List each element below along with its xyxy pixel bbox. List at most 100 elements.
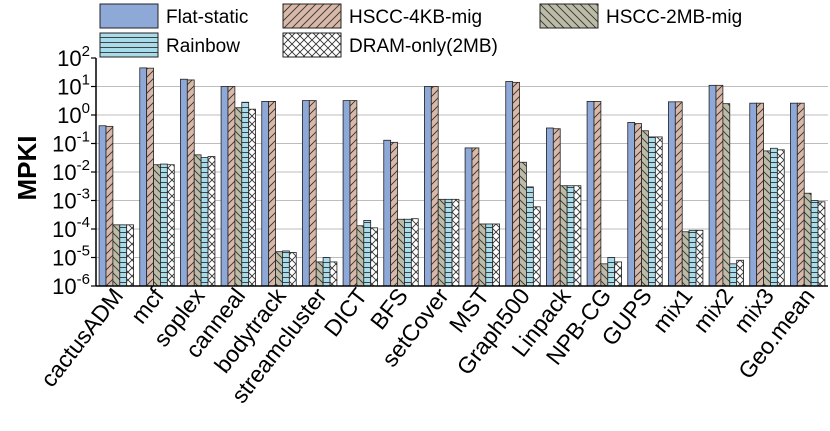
bar-rainbow-gups (648, 136, 656, 287)
bar-hscc-2mb-mig-bfs (397, 218, 405, 287)
bar-rainbow-soplex (200, 157, 209, 287)
bar-hscc-2mb-mig-geo-mean (803, 192, 812, 287)
x-tick-label: mix1 (647, 283, 697, 337)
bar-rainbow-mst (485, 223, 494, 287)
bar-dram-only-2mb--mix3 (776, 149, 785, 287)
bar-hscc-2mb-mig-gups (641, 130, 649, 287)
bar-hscc-4kb-mig-bfs (390, 141, 398, 287)
bar-rainbow-mix2 (729, 263, 738, 287)
y-axis-label: MPKI (12, 136, 42, 201)
bar-hscc-4kb-mig-geo-mean (796, 102, 805, 287)
bar-rainbow-bfs (404, 218, 412, 287)
bar-rainbow-cactusadm (119, 224, 128, 287)
bar-flat-static-streamcluster (302, 100, 310, 287)
bar-dram-only-2mb--dict (370, 227, 378, 287)
legend-item: HSCC-2MB-mig (539, 3, 742, 29)
bar-rainbow-streamcluster (322, 257, 331, 287)
bar-flat-static-cactusadm (98, 125, 107, 287)
bar-dram-only-2mb--bfs (410, 218, 419, 287)
bar-hscc-2mb-mig-canneal (234, 107, 243, 287)
bar-dram-only-2mb--npb-cg (614, 261, 622, 287)
x-tick-labels: cactusADMmcfsoplexcannealbodytrackstream… (35, 283, 819, 408)
legend-label: Rainbow (166, 36, 240, 57)
bar-rainbow-mix3 (770, 147, 778, 287)
bar-hscc-4kb-mig-canneal (227, 86, 236, 287)
bar-hscc-2mb-mig-graph500 (519, 161, 527, 287)
bar-dram-only-2mb--bodytrack (288, 252, 297, 287)
y-tick-label: 10-3 (52, 186, 90, 214)
bar-hscc-2mb-mig-streamcluster (315, 261, 324, 287)
bar-dram-only-2mb--gups (654, 136, 663, 287)
legend-label: DRAM-only(2MB) (349, 36, 498, 57)
x-tick-label: cactusADM (35, 283, 128, 392)
y-tick-label: 10-4 (52, 214, 90, 242)
bar-dram-only-2mb--cactusadm (126, 224, 134, 287)
bars (98, 67, 826, 287)
bar-rainbow-mcf (160, 163, 168, 287)
bar-hscc-4kb-mig-mcf (146, 67, 154, 287)
bar-flat-static-linpack (546, 127, 554, 287)
bar-flat-static-bodytrack (261, 101, 270, 287)
y-tick-label: 10-2 (52, 157, 90, 185)
bar-rainbow-geo-mean (810, 200, 819, 287)
bar-hscc-4kb-mig-bodytrack (268, 101, 276, 287)
bar-hscc-4kb-mig-mix2 (715, 84, 724, 287)
bar-flat-static-mcf (139, 67, 148, 287)
legend-label: Flat-static (166, 7, 248, 28)
bar-rainbow-graph500 (526, 186, 534, 287)
bar-rainbow-setcover (444, 198, 453, 287)
bar-hscc-4kb-mig-streamcluster (308, 100, 317, 287)
bar-flat-static-dict (342, 100, 351, 287)
bar-rainbow-bodytrack (282, 250, 290, 287)
y-tick-label: 101 (57, 72, 90, 100)
bar-dram-only-2mb--streamcluster (329, 261, 338, 287)
x-tick-label: DICT (319, 283, 373, 341)
bar-flat-static-mst (464, 147, 473, 287)
bar-flat-static-mix3 (749, 102, 758, 287)
bar-dram-only-2mb--graph500 (532, 206, 541, 287)
bar-hscc-2mb-mig-setcover (437, 198, 446, 287)
bar-hscc-2mb-mig-dict (356, 225, 365, 287)
bar-rainbow-canneal (241, 101, 250, 287)
bar-dram-only-2mb--linpack (573, 185, 582, 287)
grid-lines (96, 86, 828, 258)
bar-hscc-4kb-mig-linpack (552, 128, 561, 287)
bar-dram-only-2mb--soplex (207, 156, 216, 287)
bar-hscc-4kb-mig-mix1 (674, 101, 683, 287)
bar-hscc-4kb-mig-soplex (186, 79, 195, 287)
bar-dram-only-2mb--canneal (248, 108, 256, 287)
bar-hscc-2mb-mig-bodytrack (275, 251, 283, 287)
bar-hscc-2mb-mig-linpack (559, 185, 568, 287)
bar-flat-static-npb-cg (586, 101, 595, 287)
bar-flat-static-canneal (220, 86, 229, 287)
legend-label: HSCC-4KB-mig (349, 7, 482, 28)
bar-hscc-2mb-mig-mix1 (681, 231, 690, 287)
x-tick-label: mix2 (688, 283, 738, 337)
bar-dram-only-2mb--mst (492, 223, 500, 287)
bar-flat-static-soplex (180, 78, 188, 287)
bar-dram-only-2mb--mcf (166, 164, 175, 287)
legend-swatch (282, 3, 342, 29)
bar-dram-only-2mb--geo-mean (817, 201, 826, 287)
bar-hscc-4kb-mig-mst (471, 147, 480, 287)
bar-flat-static-bfs (383, 139, 392, 287)
bar-hscc-4kb-mig-setcover (430, 86, 439, 287)
bar-flat-static-gups (627, 121, 636, 287)
legend-item: DRAM-only(2MB) (282, 32, 498, 58)
bar-rainbow-linpack (566, 185, 575, 287)
bar-rainbow-mix1 (688, 229, 697, 287)
bar-dram-only-2mb--setcover (451, 198, 460, 287)
bar-flat-static-mix2 (708, 84, 717, 287)
legend-item: Rainbow (99, 32, 240, 58)
legend: Flat-static HSCC-4KB-mig HSCC-2MB-migRainb… (99, 3, 742, 58)
bar-flat-static-graph500 (505, 81, 514, 287)
legend-label: HSCC-2MB-mig (606, 7, 742, 28)
legend-item: HSCC-4KB-mig (282, 3, 482, 29)
y-tick-label: 102 (57, 43, 90, 71)
legend-swatch (282, 32, 342, 58)
bar-hscc-2mb-mig-mst (478, 223, 487, 287)
bar-hscc-2mb-mig-mcf (153, 164, 161, 287)
y-tick-label: 10-6 (52, 271, 90, 299)
